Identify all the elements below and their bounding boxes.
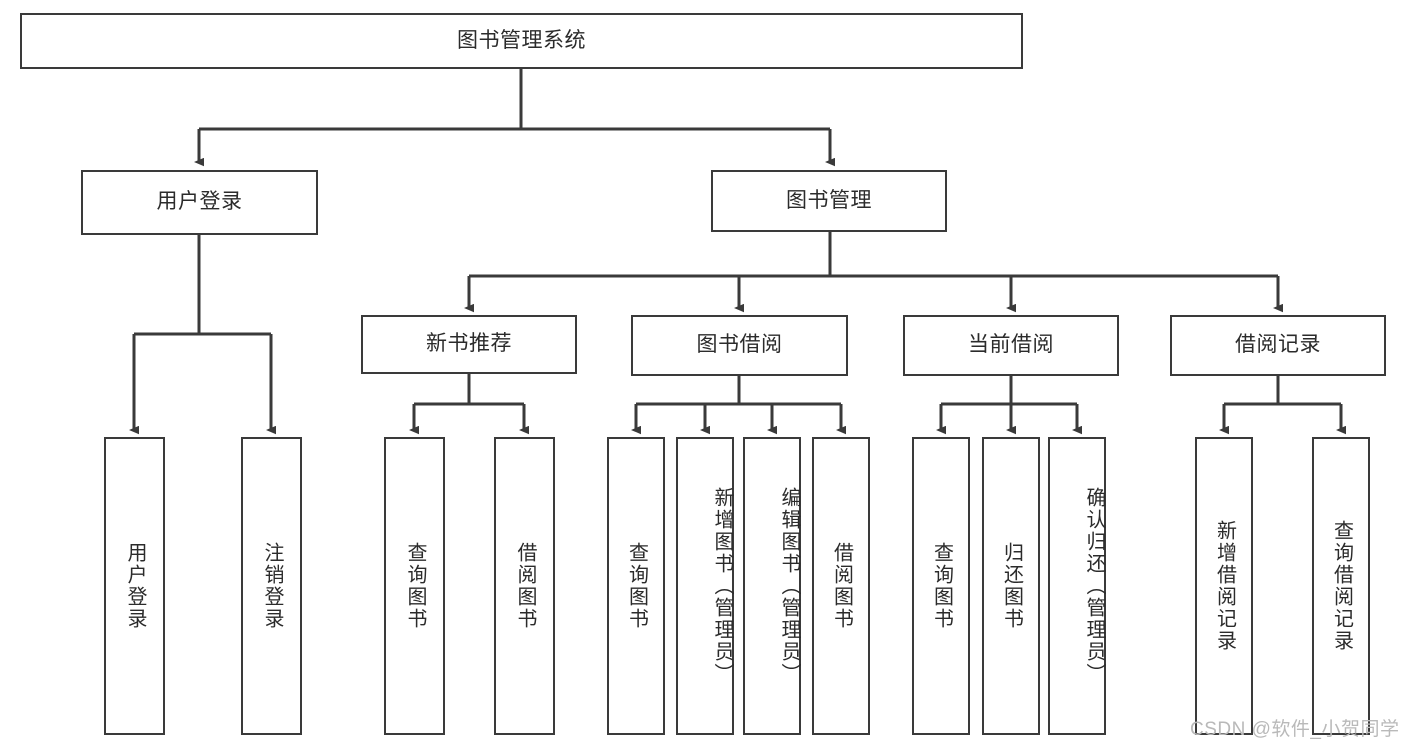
node-label: 图书管理 bbox=[786, 188, 872, 212]
node-label: 借阅记录 bbox=[1235, 333, 1321, 357]
node-borrow-record[interactable]: 借阅记录 bbox=[1170, 315, 1386, 376]
node-current-borrow[interactable]: 当前借阅 bbox=[903, 315, 1119, 376]
node-root-library-system[interactable]: 图书管理系统 bbox=[20, 13, 1023, 69]
node-label: 图书管理系统 bbox=[457, 28, 586, 52]
node-label: 借阅图书 bbox=[830, 542, 853, 630]
leaf-current-borrow-query[interactable]: 查询图书 bbox=[912, 437, 970, 735]
node-user-login[interactable]: 用户登录 bbox=[81, 170, 318, 235]
leaf-user-login-signin[interactable]: 用户登录 bbox=[104, 437, 165, 735]
node-label: 新增图书（管理员） bbox=[711, 487, 733, 685]
node-label: 用户登录 bbox=[156, 190, 243, 214]
node-label: 查询图书 bbox=[625, 542, 648, 630]
node-label: 新书推荐 bbox=[426, 332, 512, 356]
node-label: 新增借阅记录 bbox=[1213, 520, 1236, 652]
node-label: 用户登录 bbox=[124, 542, 146, 630]
leaf-new-book-query[interactable]: 查询图书 bbox=[384, 437, 445, 735]
node-label: 当前借阅 bbox=[968, 333, 1054, 357]
node-label: 查询借阅记录 bbox=[1330, 520, 1353, 652]
leaf-book-borrow-query[interactable]: 查询图书 bbox=[607, 437, 665, 735]
node-label: 查询图书 bbox=[404, 542, 426, 630]
node-book-management[interactable]: 图书管理 bbox=[711, 170, 947, 232]
node-label: 图书借阅 bbox=[696, 333, 783, 357]
node-label: 确认归还（管理员） bbox=[1083, 487, 1105, 685]
csdn-watermark: CSDN @软件_小贺同学 bbox=[1190, 719, 1400, 740]
leaf-user-login-logout[interactable]: 注销登录 bbox=[241, 437, 302, 735]
leaf-book-borrow-lend[interactable]: 借阅图书 bbox=[812, 437, 870, 735]
node-label: 编辑图书（管理员） bbox=[778, 487, 800, 685]
leaf-new-book-borrow[interactable]: 借阅图书 bbox=[494, 437, 555, 735]
node-label: 归还图书 bbox=[1000, 542, 1023, 630]
leaf-current-borrow-return[interactable]: 归还图书 bbox=[982, 437, 1040, 735]
node-label: 注销登录 bbox=[261, 542, 283, 630]
leaf-borrow-record-query[interactable]: 查询借阅记录 bbox=[1312, 437, 1370, 735]
leaf-current-borrow-confirm-return[interactable]: 确认归还（管理员） bbox=[1048, 437, 1106, 735]
node-book-borrow[interactable]: 图书借阅 bbox=[631, 315, 848, 376]
leaf-borrow-record-add[interactable]: 新增借阅记录 bbox=[1195, 437, 1253, 735]
node-new-book-recommend[interactable]: 新书推荐 bbox=[361, 315, 577, 374]
node-label: 查询图书 bbox=[930, 542, 953, 630]
leaf-book-borrow-add[interactable]: 新增图书（管理员） bbox=[676, 437, 734, 735]
leaf-book-borrow-edit[interactable]: 编辑图书（管理员） bbox=[743, 437, 801, 735]
node-label: 借阅图书 bbox=[514, 542, 536, 630]
